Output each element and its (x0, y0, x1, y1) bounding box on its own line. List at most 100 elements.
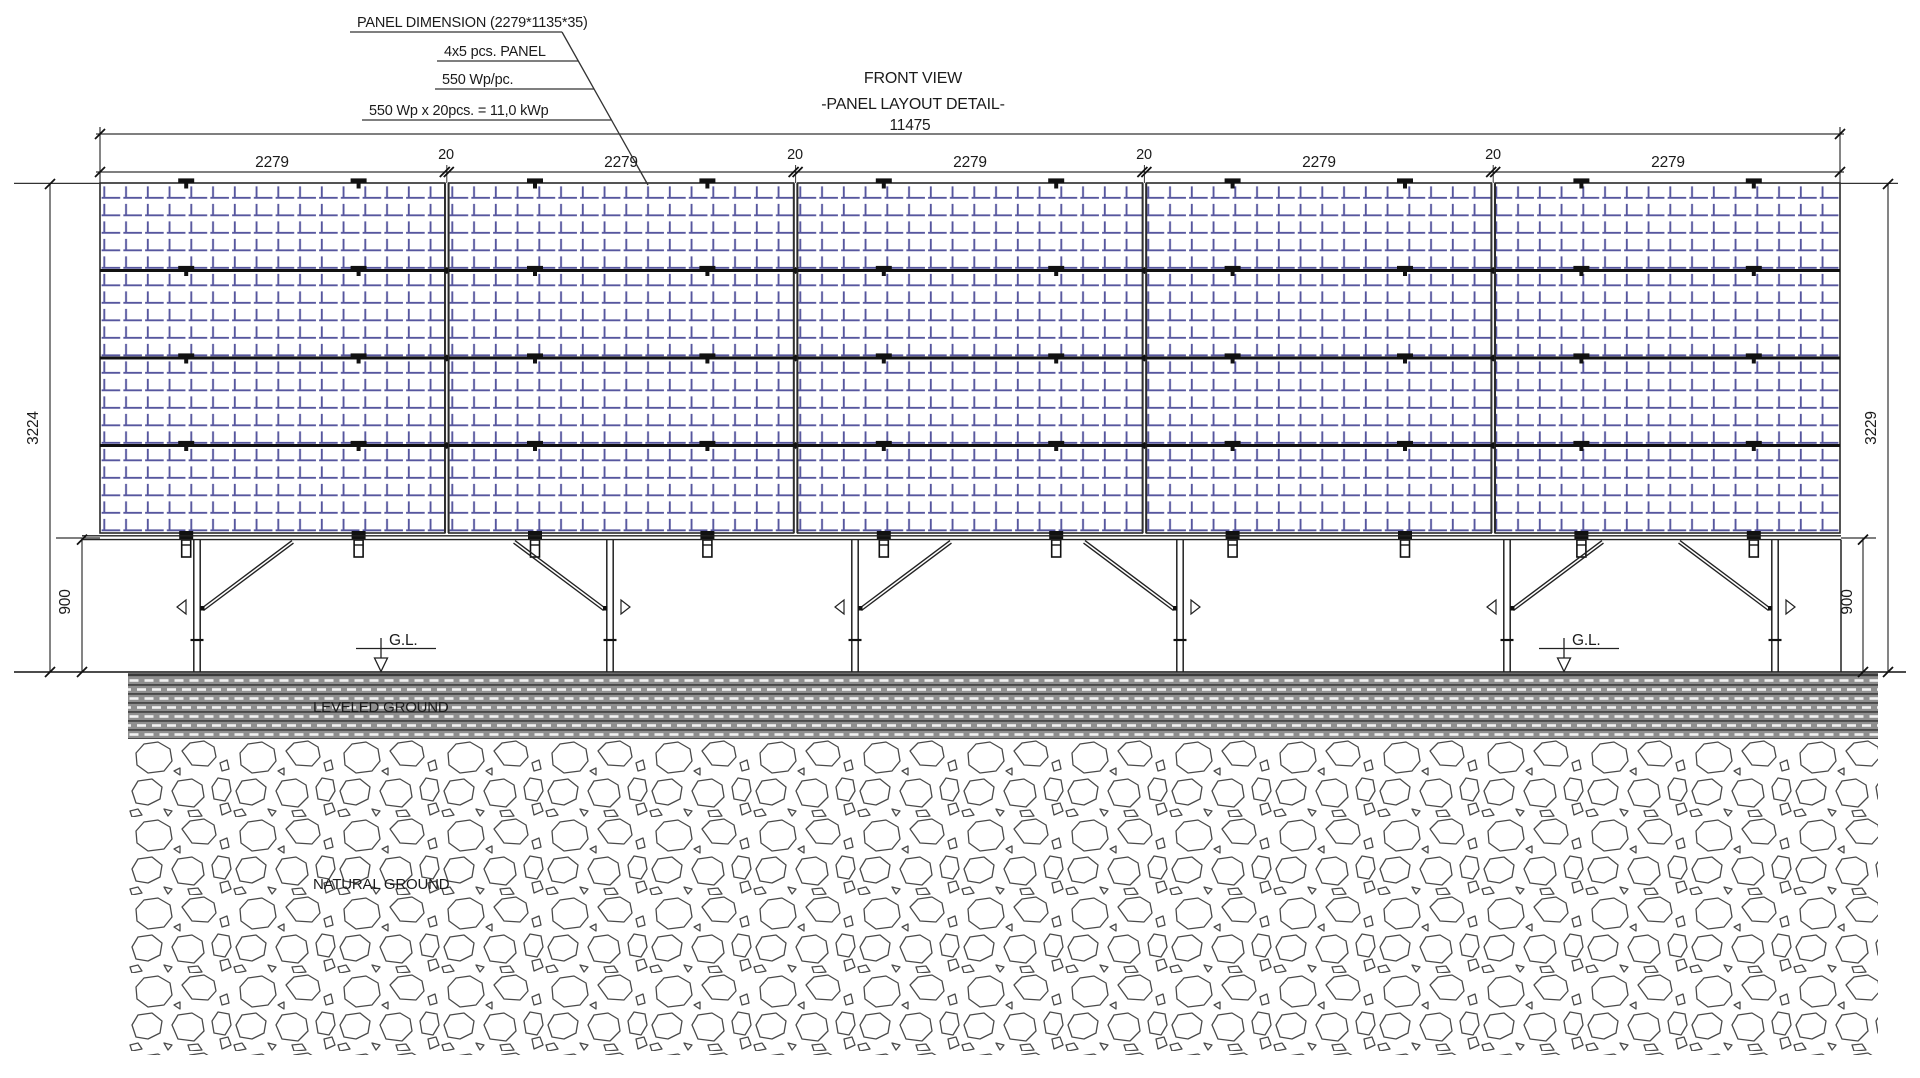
dimension-labels: 11475 2279 2279 2279 2279 2279 20 20 20 … (25, 117, 1880, 615)
panel-clamp-stem (533, 445, 537, 451)
natural-ground-label: NATURAL GROUND (313, 876, 450, 893)
panel-clamp-stem (881, 183, 886, 189)
panel-clamp-stem (1230, 270, 1235, 276)
dim-tick (1834, 128, 1846, 140)
panel-clamp-stem (1751, 270, 1756, 276)
panel-clamp (1224, 440, 1241, 446)
bottom-clamp-bolt (353, 539, 364, 558)
dim-tick (439, 166, 451, 178)
panel-clamp-stem (881, 358, 886, 364)
panel-clamp-stem (1751, 183, 1756, 189)
callout-panel-power: 550 Wp/pc. (442, 72, 513, 88)
gl-marker-right: G.L. (1539, 632, 1619, 673)
support-brace (203, 542, 294, 612)
panel-clamp-stem (705, 183, 710, 189)
dim-tick (1857, 533, 1869, 546)
view-title-line1: FRONT VIEW (864, 70, 963, 87)
panel-clamp-stem (1230, 445, 1235, 451)
view-title-line2: -PANEL LAYOUT DETAIL- (821, 96, 1004, 113)
dim-tick (791, 166, 804, 178)
natural-ground-area (128, 739, 1878, 1055)
panel-clamp (875, 440, 892, 446)
brace-joint (603, 606, 608, 611)
panel-clamp (1397, 178, 1413, 183)
panel-clamp-stem (533, 183, 537, 189)
panel-clamp (350, 178, 367, 183)
panel-clamp (527, 353, 543, 358)
dim-tick (443, 166, 455, 178)
gap-label: 20 (438, 147, 454, 163)
dim-tick (94, 128, 106, 140)
panel-clamp (178, 178, 195, 183)
panel-clamp (1048, 440, 1065, 446)
dim-tick (1140, 166, 1153, 178)
panel-clamp (178, 440, 195, 446)
panel-clamp-stem (1403, 183, 1407, 189)
gap-label: 20 (1485, 147, 1501, 163)
dim-tick (1834, 166, 1846, 178)
dimension-ticks (44, 128, 1894, 678)
panel-clamp-stem (356, 183, 361, 189)
panel-array (99, 165, 1841, 558)
dim-tick (44, 666, 56, 678)
panel-clamp-stem (705, 445, 710, 451)
panel-clamp (699, 353, 716, 358)
dim-tick (1882, 178, 1894, 190)
leveled-ground-label: LEVELED GROUND (313, 699, 449, 716)
panel-width-label: 2279 (1302, 154, 1336, 171)
gl-label-right: G.L. (1572, 632, 1601, 649)
dim-tick (1489, 166, 1501, 178)
support-structure (82, 535, 1842, 672)
panel-width-label: 2279 (1651, 154, 1685, 171)
panel-clamp-stem (533, 270, 537, 276)
panel-clamp-stem (1230, 183, 1235, 189)
bottom-clamp-bolt (1050, 539, 1062, 558)
gl-arrow-right (1556, 657, 1572, 673)
panel-clamp (1573, 265, 1590, 271)
panel-clamp-stem (1579, 183, 1584, 189)
post-gusset-flag (834, 598, 845, 616)
post-gusset-flag (176, 598, 187, 616)
dim-tick (76, 533, 88, 546)
panel-clamp (1224, 265, 1241, 271)
panel-clamp (1745, 353, 1762, 358)
panel-clamp (1397, 440, 1413, 446)
brace-joint (1768, 606, 1773, 611)
brace-joint (200, 606, 205, 611)
support-brace (859, 540, 951, 609)
bottom-clamp-bolt (1399, 539, 1411, 558)
bottom-clamp-bolt (878, 539, 890, 558)
panel-clamp (1048, 178, 1065, 183)
panel-clamp (1048, 265, 1065, 271)
panel-clamp-stem (533, 358, 537, 364)
callout-leader-line (561, 31, 649, 186)
panel-clamp-stem (1403, 358, 1407, 364)
brace-joint (1173, 606, 1178, 611)
dim-tick (94, 166, 106, 178)
panel-clamp-stem (705, 358, 710, 364)
panel-clamp-stem (1054, 358, 1059, 364)
panel-callout: PANEL DIMENSION (2279*1135*35) 4x5 pcs. … (350, 15, 649, 186)
dim-tick (44, 178, 56, 190)
support-brace (513, 542, 604, 612)
panel-clamp (1573, 178, 1590, 183)
panel-clamp-stem (1579, 358, 1584, 364)
brace-joint (858, 606, 863, 611)
callout-panel-count: 4x5 pcs. PANEL (444, 44, 546, 60)
dim-tick (1857, 666, 1869, 678)
dim-tick (1136, 166, 1149, 178)
panel-clamp (1573, 440, 1590, 446)
panel-clamp-stem (184, 183, 189, 189)
support-brace (1511, 540, 1603, 609)
panel-width-label: 2279 (255, 154, 289, 171)
gl-marker-left: G.L. (356, 632, 436, 673)
support-brace (1679, 540, 1771, 609)
panel-clamp-stem (184, 445, 189, 451)
post-gusset-flag (1486, 598, 1497, 616)
panel-clamp-stem (184, 270, 189, 276)
panel-clamp (350, 440, 367, 446)
callout-underlines (350, 31, 649, 186)
view-title: FRONT VIEW -PANEL LAYOUT DETAIL- (821, 70, 1005, 113)
panel-clamp (1224, 353, 1241, 358)
